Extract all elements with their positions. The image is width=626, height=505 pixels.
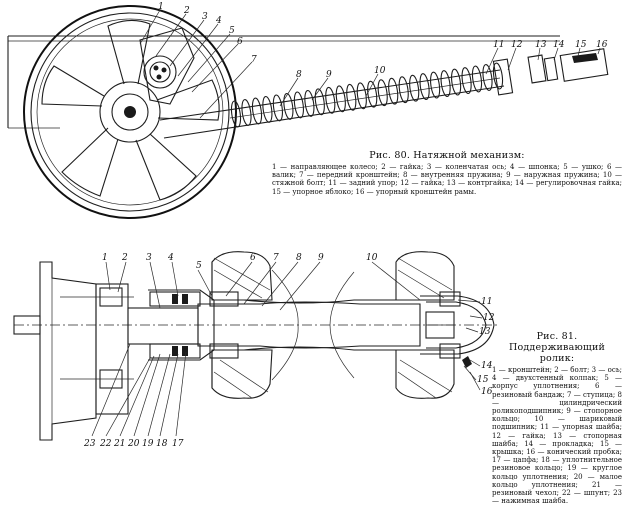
hub xyxy=(243,269,396,381)
page: 1 2 3 4 5 6 7 8 9 10 11 12 13 14 15 16 xyxy=(7,2,622,505)
fig81-callout-12: 12 xyxy=(483,313,495,323)
fig80-callout-13: 13 xyxy=(535,40,547,50)
seal-housing xyxy=(148,289,215,361)
fig80-callout-1: 1 xyxy=(158,2,164,12)
fig80-callout-3: 3 xyxy=(202,12,208,22)
fig81-callout-2: 2 xyxy=(121,253,128,263)
end-cap xyxy=(420,295,495,368)
fig80-callout-4: 4 xyxy=(215,16,222,26)
fig80-callout-10: 10 xyxy=(374,66,386,76)
fig81-callout-20: 20 xyxy=(127,439,140,449)
fig80-callout-6: 6 xyxy=(237,37,243,47)
technical-drawing: 1 2 3 4 5 6 7 8 9 10 11 12 13 14 15 16 xyxy=(7,2,609,449)
fig80-callout-14: 14 xyxy=(553,40,565,50)
fig81-callouts: 1 2 3 4 5 6 7 8 9 10 11 12 13 14 15 16 1… xyxy=(83,253,495,449)
fig81-callout-17: 17 xyxy=(172,439,184,449)
fig80-callout-12: 12 xyxy=(511,40,523,50)
fig81-callout-7: 7 xyxy=(273,253,279,263)
fig81-callout-4: 4 xyxy=(167,253,174,263)
fig80-caption: Рис. 80. Натяжной механизм: 1 — направля… xyxy=(272,150,622,196)
fig80-leaders xyxy=(139,9,601,119)
fig81-callout-3: 3 xyxy=(146,253,152,263)
fig80-callout-9: 9 xyxy=(326,70,332,80)
fig80-callout-16: 16 xyxy=(596,40,608,50)
tension-assembly xyxy=(159,48,609,139)
fig81-callout-19: 19 xyxy=(142,439,154,449)
rubber-tire-right xyxy=(395,251,461,399)
fig81-callout-5: 5 xyxy=(196,261,202,271)
fig81-callout-10: 10 xyxy=(366,253,378,263)
fig81-callout-18: 18 xyxy=(156,439,168,449)
fig80-legend: 1 — направляющее колесо; 2 — гайка; 3 — … xyxy=(272,163,622,196)
fig81-leaders xyxy=(91,261,483,437)
fig81-caption: Рис. 81. Поддерживающий ролик: 1 — кронш… xyxy=(492,331,622,505)
fig80-title: Рис. 80. Натяжной механизм: xyxy=(369,150,525,161)
fig81-callout-11: 11 xyxy=(481,297,492,307)
fig81-drawing: 1 2 3 4 5 6 7 8 9 10 11 12 13 14 15 16 1… xyxy=(13,251,500,449)
fig81-callout-6: 6 xyxy=(250,253,256,263)
fig81-callout-1: 1 xyxy=(102,253,108,263)
fig81-callout-22: 22 xyxy=(99,439,112,449)
fig80-callout-11: 11 xyxy=(493,40,504,50)
fig81-callout-9: 9 xyxy=(318,253,324,263)
fig81-callout-15: 15 xyxy=(477,375,489,385)
rubber-tire-left xyxy=(209,251,273,399)
fig81-callout-8: 8 xyxy=(296,253,302,263)
fig81-callout-14: 14 xyxy=(481,361,493,371)
idler-wheel xyxy=(23,5,237,219)
fig80-callout-5: 5 xyxy=(229,26,235,36)
fig80-callout-2: 2 xyxy=(183,6,190,16)
fig80-callouts: 1 2 3 4 5 6 7 8 9 10 11 12 13 14 15 16 xyxy=(158,2,608,80)
bracket xyxy=(13,261,134,441)
fig80-drawing: 1 2 3 4 5 6 7 8 9 10 11 12 13 14 15 16 xyxy=(7,2,609,219)
fig81-callout-16: 16 xyxy=(481,387,493,397)
fig80-callout-15: 15 xyxy=(575,40,587,50)
fig81-title: Рис. 81. Поддерживающий ролик: xyxy=(508,331,606,364)
fig81-callout-21: 21 xyxy=(113,439,125,449)
fig80-callout-7: 7 xyxy=(251,55,257,65)
fig81-callout-23: 23 xyxy=(83,439,96,449)
fig80-callout-8: 8 xyxy=(296,70,302,80)
fig81-legend: 1 — кронштейн; 2 — болт; 3 — ось; 4 — дв… xyxy=(492,366,622,505)
fig81-callout-13: 13 xyxy=(479,327,491,337)
